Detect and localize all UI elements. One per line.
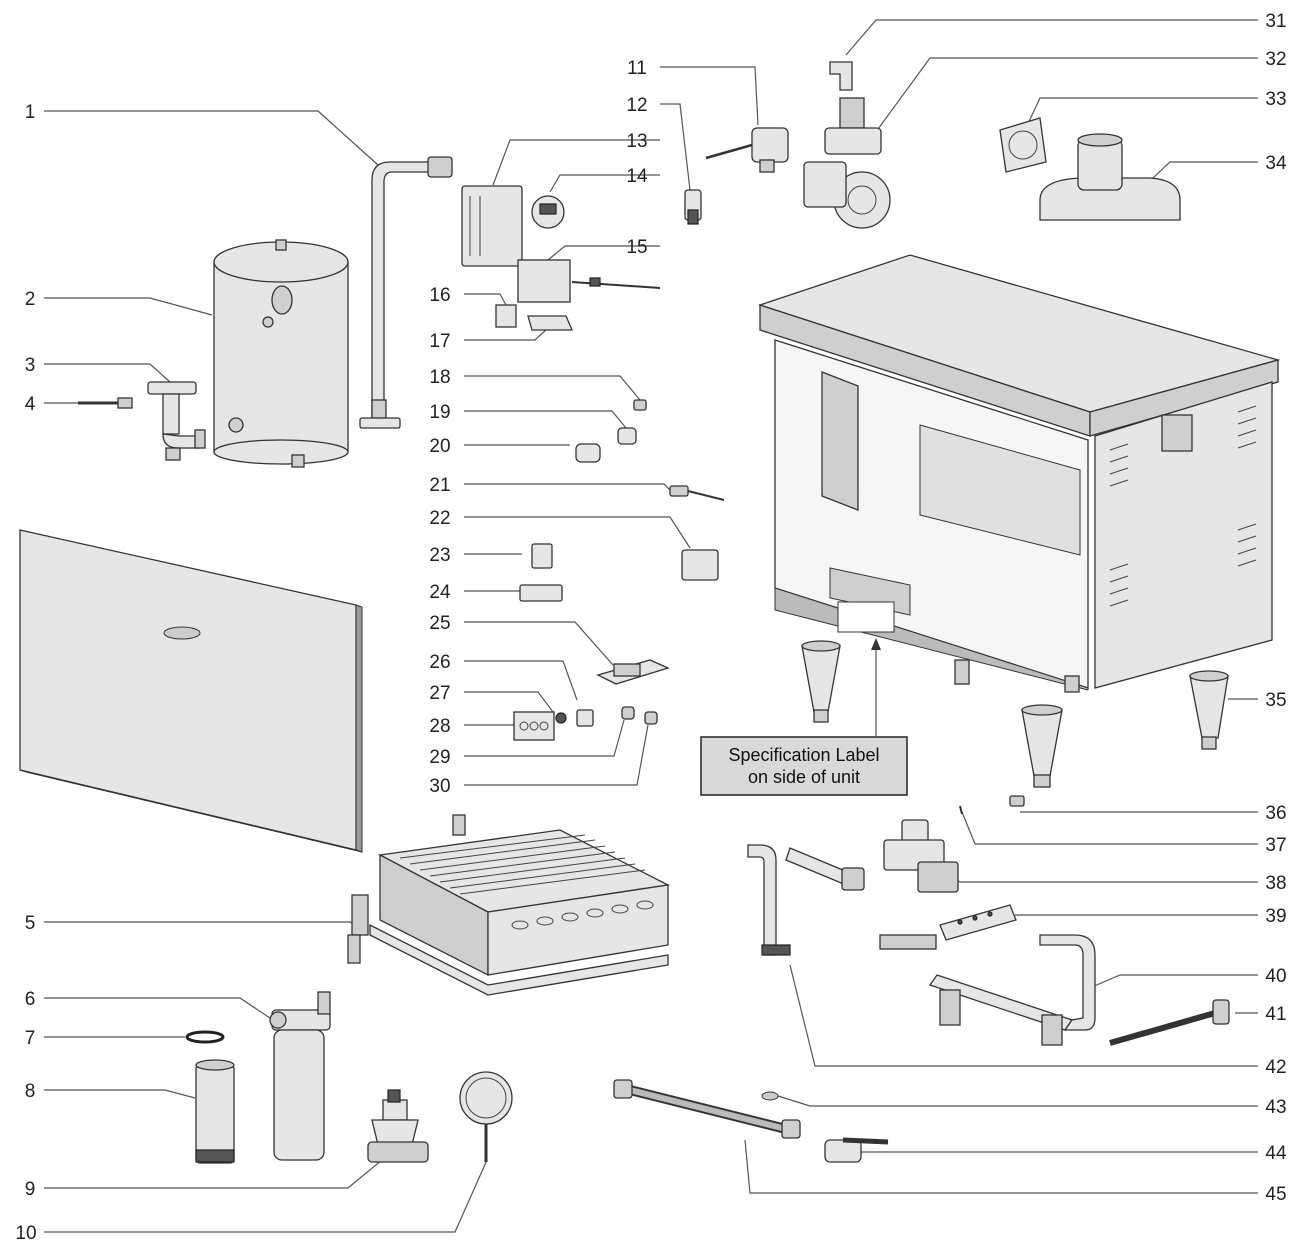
part-13-control-module: [461, 185, 523, 267]
part-21-sensor: [669, 485, 725, 501]
callout-18: 18: [429, 367, 450, 388]
part-39-burner: [879, 904, 1017, 950]
callout-13: 13: [626, 131, 647, 152]
spec-label-line-2: on side of unit: [748, 767, 860, 787]
callout-14: 14: [626, 166, 648, 187]
part-18-fitting: [633, 399, 647, 411]
callout-7: 7: [25, 1028, 36, 1049]
callout-4: 4: [25, 394, 36, 415]
part-3-elbow-valve: [147, 381, 206, 461]
callout-38: 38: [1265, 873, 1286, 894]
part-10-gauge: [459, 1071, 513, 1162]
callout-1: 1: [25, 102, 36, 123]
callout-28: 28: [429, 716, 450, 737]
part-43-washer: [761, 1091, 779, 1101]
part-11-sensor-valve: [705, 127, 789, 173]
callout-2: 2: [25, 289, 36, 310]
part-19-bushing: [617, 427, 637, 445]
callout-5: 5: [25, 913, 36, 934]
spec-label-line-1: Specification Label: [728, 745, 879, 765]
callout-30: 30: [429, 776, 450, 797]
callout-29: 29: [429, 747, 450, 768]
part-9-pressure-regulator: [367, 1089, 429, 1163]
part-29-button: [621, 706, 635, 720]
part-45-flex-hose: [613, 1079, 801, 1139]
part-20-bushing: [575, 443, 601, 463]
part-14-pressure-switch: [531, 195, 565, 229]
part-44-ball-valve: [824, 1137, 889, 1163]
part-4-probe: [78, 397, 133, 409]
callout-21: 21: [429, 475, 450, 496]
part-16-terminal-block: [495, 304, 517, 328]
callout-17: 17: [429, 331, 450, 352]
part-15-thermostat: [517, 259, 661, 303]
part-22-transformer: [681, 549, 719, 581]
part-36-fitting: [1009, 795, 1025, 807]
callout-27: 27: [429, 683, 450, 704]
cabinet: [757, 254, 1281, 693]
callout-24: 24: [429, 582, 451, 603]
callout-33: 33: [1265, 89, 1286, 110]
callout-31: 31: [1265, 11, 1286, 32]
part-2-tank: [213, 239, 349, 468]
callout-39: 39: [1265, 906, 1286, 927]
part-40-manifold: [928, 934, 1096, 1046]
callout-19: 19: [429, 402, 450, 423]
callout-16: 16: [429, 285, 450, 306]
part-23-relay: [531, 543, 553, 569]
part-6-filter-housing: [269, 991, 331, 1161]
callout-20: 20: [429, 436, 450, 457]
callout-25: 25: [429, 613, 450, 634]
part-38-gas-valve: [883, 819, 959, 893]
part-27-knob: [555, 712, 567, 724]
part-25-circuit-board: [596, 659, 670, 685]
part-35-legs: [801, 640, 1229, 788]
part-5-heat-exchanger: [347, 814, 671, 996]
callout-41: 41: [1265, 1004, 1286, 1025]
part-30-button: [644, 711, 658, 725]
specification-label-callout: Specification Label on side of unit: [700, 736, 908, 796]
callout-45: 45: [1265, 1184, 1286, 1205]
front-panel: [19, 529, 363, 853]
part-26-switch: [576, 709, 594, 727]
callout-9: 9: [25, 1179, 36, 1200]
callout-23: 23: [429, 545, 450, 566]
callout-37: 37: [1265, 835, 1286, 856]
callout-numbers: 1 2 3 4 5 6 7 8 9 10 11 12 13 14 15 16 1…: [15, 11, 1287, 1244]
part-34-blower: [1039, 133, 1181, 221]
callout-10: 10: [15, 1223, 36, 1244]
callout-15: 15: [626, 237, 647, 258]
callout-36: 36: [1265, 803, 1286, 824]
part-28-faceplate: [513, 711, 555, 741]
part-8-filter-cartridge: [195, 1059, 235, 1164]
callout-32: 32: [1265, 49, 1286, 70]
callout-26: 26: [429, 652, 450, 673]
part-17-relay-board: [527, 315, 573, 331]
part-41-igniter-rod: [1109, 999, 1230, 1046]
part-1-pipe: [359, 156, 453, 429]
callout-12: 12: [626, 95, 647, 116]
part-24-fuse-holder: [519, 584, 563, 602]
callout-22: 22: [429, 508, 450, 529]
callout-8: 8: [25, 1081, 36, 1102]
callout-40: 40: [1265, 966, 1286, 987]
part-32-pump: [803, 97, 891, 229]
callout-11: 11: [627, 58, 647, 79]
callout-6: 6: [25, 989, 36, 1010]
callout-43: 43: [1265, 1097, 1286, 1118]
part-12-switch: [684, 189, 702, 225]
callout-44: 44: [1265, 1143, 1287, 1164]
callout-42: 42: [1265, 1057, 1286, 1078]
callout-35: 35: [1265, 690, 1286, 711]
part-33-cooling-fan: [999, 117, 1047, 173]
callout-34: 34: [1265, 153, 1287, 174]
part-7-o-ring: [185, 1030, 225, 1044]
part-37-screw: [959, 805, 963, 815]
part-31-elbow: [829, 61, 853, 91]
callout-3: 3: [25, 355, 36, 376]
part-42-gas-pipe: [747, 844, 865, 956]
